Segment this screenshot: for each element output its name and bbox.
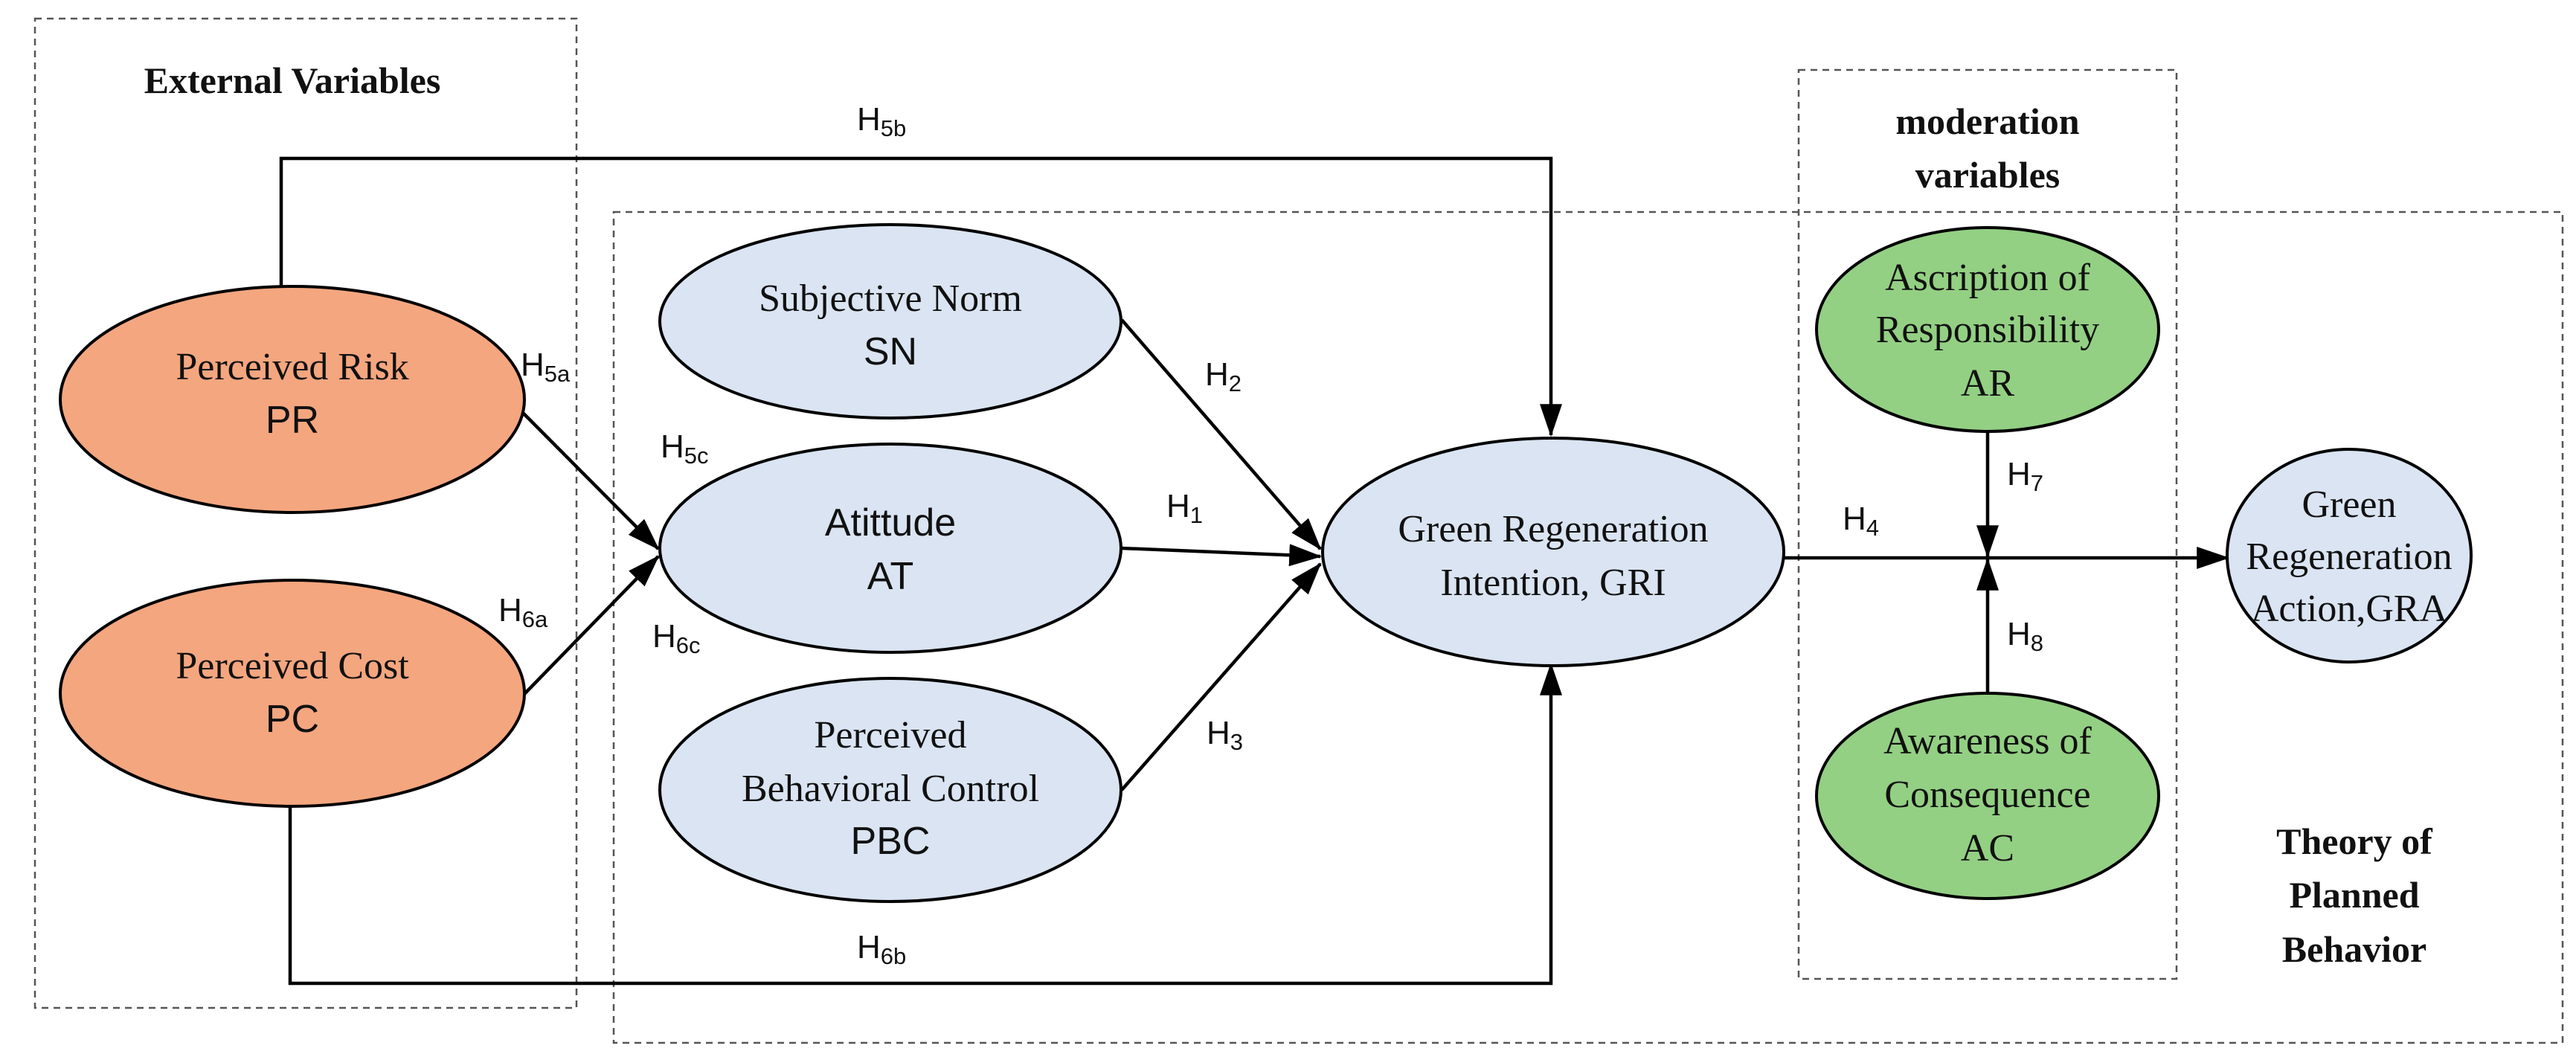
tpb-title-line3: Behavior bbox=[2282, 928, 2426, 970]
node-gri-line1: Green Regeneration bbox=[1398, 508, 1708, 550]
label-h6b: H6b bbox=[857, 929, 906, 969]
label-h4: H4 bbox=[1843, 501, 1879, 541]
label-h3: H3 bbox=[1207, 715, 1243, 755]
label-h1: H1 bbox=[1166, 488, 1203, 528]
node-ac-line3: AC bbox=[1961, 827, 2014, 870]
edge-h3-pbc-to-gri bbox=[1120, 562, 1322, 791]
edge-h5c-pr-to-at bbox=[514, 404, 660, 550]
edge-h2-sn-to-gri bbox=[1120, 318, 1322, 550]
node-pr-line2: PR bbox=[266, 399, 319, 442]
tpb-title-line2: Planned bbox=[2289, 874, 2419, 916]
node-pr-line1: Perceived Risk bbox=[176, 346, 408, 388]
node-gra-line2: Regeneration bbox=[2246, 536, 2452, 578]
edge-h6b-pc-to-gri bbox=[288, 662, 1562, 986]
tpb-title-line1: Theory of bbox=[2276, 820, 2433, 862]
node-pbc-line3: PBC bbox=[851, 820, 931, 863]
label-h5b: H5b bbox=[857, 101, 906, 141]
moderation-variables-box bbox=[1797, 68, 2178, 980]
moderation-variables-title-line1: moderation bbox=[1895, 100, 2079, 142]
node-attitude: Atittude AT bbox=[658, 443, 1122, 654]
node-perceived-risk: Perceived Risk PR bbox=[59, 285, 526, 514]
node-perceived-cost: Perceived Cost PC bbox=[59, 579, 526, 808]
node-at-line1: Atittude bbox=[825, 501, 956, 544]
external-variables-box bbox=[33, 17, 578, 1009]
label-h8: H8 bbox=[2007, 616, 2043, 656]
node-ar-line3: AR bbox=[1961, 362, 2015, 405]
node-gri-line2: Intention, GRI bbox=[1440, 562, 1666, 604]
label-h6a: H6a bbox=[498, 592, 548, 632]
external-variables-title: External Variables bbox=[144, 60, 441, 101]
node-perceived-behavioral-control: Perceived Behavioral Control PBC bbox=[658, 677, 1122, 903]
node-sn-line1: Subjective Norm bbox=[759, 277, 1022, 320]
node-subjective-norm: Subjective Norm SN bbox=[658, 223, 1122, 420]
node-ac-line1: Awareness of bbox=[1883, 720, 2092, 762]
node-ac-line2: Consequence bbox=[1884, 774, 2090, 816]
node-green-regeneration-action: Green Regeneration Action,GRA bbox=[2226, 448, 2473, 663]
node-pbc-line2: Behavioral Control bbox=[742, 768, 1039, 810]
label-h2: H2 bbox=[1205, 356, 1242, 396]
node-pbc-line1: Perceived bbox=[814, 714, 966, 756]
theory-of-planned-behavior-box bbox=[612, 211, 2564, 1044]
label-h5c: H5c bbox=[661, 428, 709, 469]
label-h5a: H5a bbox=[521, 347, 571, 387]
label-h6c: H6c bbox=[652, 618, 701, 658]
node-ar-line1: Ascription of bbox=[1885, 257, 2091, 299]
node-pc-line2: PC bbox=[266, 698, 319, 741]
node-green-regeneration-intention: Green Regeneration Intention, GRI bbox=[1321, 437, 1785, 667]
label-h7: H7 bbox=[2007, 456, 2043, 496]
edge-h6c-pc-to-at bbox=[521, 555, 660, 697]
node-pc-line1: Perceived Cost bbox=[176, 645, 409, 687]
edge-h1-at-to-gri bbox=[1121, 544, 1323, 567]
node-ar-line2: Responsibility bbox=[1876, 309, 2099, 351]
node-ascription-of-responsibility: Ascription of Responsibility AR bbox=[1815, 226, 2160, 433]
moderation-variables-title-line2: variables bbox=[1915, 154, 2060, 196]
node-sn-line2: SN bbox=[864, 330, 917, 373]
edge-h5b-pr-to-gri bbox=[279, 156, 1562, 437]
node-at-line2: AT bbox=[867, 555, 914, 598]
node-awareness-of-consequence: Awareness of Consequence AC bbox=[1815, 692, 2160, 900]
node-gra-line1: Green bbox=[2302, 483, 2396, 526]
node-gra-line3: Action,GRA bbox=[2251, 588, 2448, 630]
